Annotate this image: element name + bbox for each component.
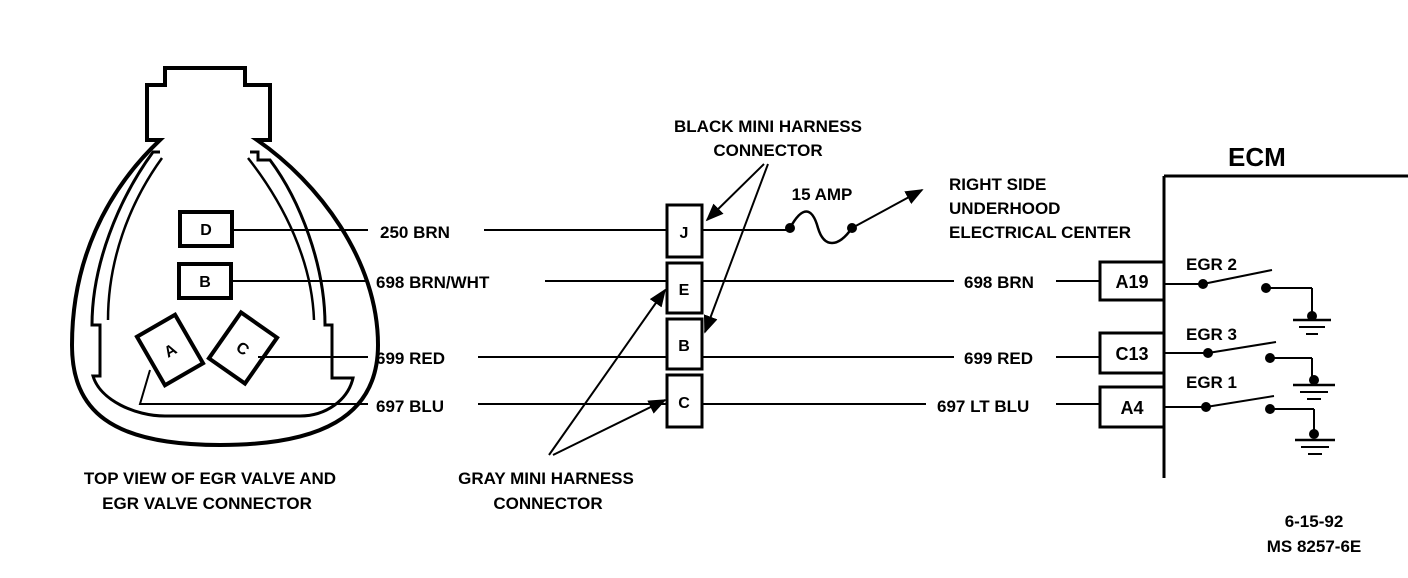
wire-698-brn-right: 698 BRN [702,273,1100,292]
fuse-destination-line1: RIGHT SIDE [949,175,1046,194]
gray-harness-label-line1: GRAY MINI HARNESS [458,469,634,488]
egr3-switch: EGR 3 [1164,325,1335,400]
wire-697-lt-blu-right: 697 LT BLU [702,397,1100,416]
egr2-label: EGR 2 [1186,255,1237,274]
ecm-pin-a19-label: A19 [1115,272,1148,292]
gray-harness-label-line2: CONNECTOR [493,494,602,513]
fuse-destination-line2: UNDERHOOD [949,199,1060,218]
black-harness-label-line1: BLACK MINI HARNESS [674,117,862,136]
wire-699-right-label: 699 RED [964,349,1033,368]
fuse-15-amp: 15 AMP [702,185,924,245]
egr3-label: EGR 3 [1186,325,1237,344]
fuse-destination-line3: ELECTRICAL CENTER [949,223,1131,242]
egr2-switch: EGR 2 [1164,255,1331,335]
wire-699-red: 699 RED [258,349,668,368]
ecm-pin-a4: A4 [1098,385,1166,429]
valve-pin-d-label: D [200,222,212,239]
harness-pin-j: J [680,225,689,242]
valve-pin-d: D [178,210,234,248]
wire-698-right-label: 698 BRN [964,273,1034,292]
valve-pin-b-label: B [199,274,211,291]
footer-code: MS 8257-6E [1267,537,1362,556]
wire-250-brn: 250 BRN [232,223,668,242]
valve-pin-a: A [134,312,206,388]
valve-caption-line2: EGR VALVE CONNECTOR [102,494,312,513]
harness-pin-e: E [679,282,690,299]
gray-harness-arrows [548,288,667,456]
wire-699-red-right: 699 RED [702,349,1100,368]
wire-699-label: 699 RED [376,349,445,368]
valve-pin-b: B [177,262,233,300]
valve-pin-c: C [206,309,280,387]
ecm-pin-a19: A19 [1098,260,1166,302]
black-harness-arrows [703,163,769,334]
footer-date: 6-15-92 [1285,512,1344,531]
ecm-title: ECM [1228,142,1286,172]
wire-698-label: 698 BRN/WHT [376,273,490,292]
black-harness-label-line2: CONNECTOR [713,141,822,160]
mini-harness-connector: J E B C [665,203,704,429]
harness-pin-b: B [678,338,690,355]
egr1-label: EGR 1 [1186,373,1237,392]
wire-250-label: 250 BRN [380,223,450,242]
wire-698-brn-wht: 698 BRN/WHT [231,273,668,292]
fuse-label: 15 AMP [792,185,853,204]
wire-697-label: 697 BLU [376,397,444,416]
egr-valve-outline [69,66,381,448]
wire-697-blu: 697 BLU [138,369,668,416]
valve-caption-line1: TOP VIEW OF EGR VALVE AND [84,469,336,488]
wire-697-right-label: 697 LT BLU [937,397,1029,416]
egr1-switch: EGR 1 [1164,373,1335,455]
harness-pin-c: C [678,395,690,412]
ecm-pin-c13: C13 [1098,331,1166,375]
ecm-pin-c13-label: C13 [1115,344,1148,364]
ecm-pin-a4-label: A4 [1120,398,1143,418]
